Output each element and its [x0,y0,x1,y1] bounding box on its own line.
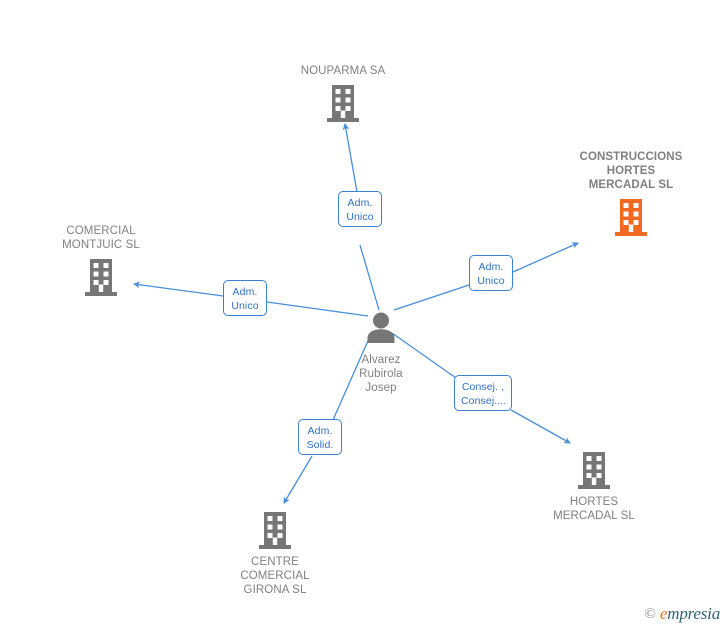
building-icon [615,199,647,236]
graph-node-nouparma-sa[interactable]: NOUPARMA SA [258,64,428,123]
graph-node-comercial-montjuic-sl[interactable]: COMERCIAL MONTJUIC SL [16,224,186,297]
empresia-watermark: © empresia [644,604,720,624]
node-label-hortes-mercadal-sl: HORTES MERCADAL SL [553,496,635,522]
graph-node-hortes-mercadal-sl[interactable]: HORTES MERCADAL SL [509,450,679,523]
building-icon [578,452,610,489]
edge-label-montjuic[interactable]: Adm. Unico [223,280,267,316]
person-icon [367,312,395,343]
watermark-brand: empresia [660,604,720,624]
watermark-brand-rest: mpresia [667,604,720,623]
edge-label-construccions[interactable]: Adm. Unico [469,255,513,291]
node-label-person-center: Alvarez Rubirola Josep [359,354,403,394]
edge-label-nouparma[interactable]: Adm. Unico [338,191,382,227]
edge-label-girona[interactable]: Adm. Solid. [298,419,342,455]
building-icon [85,259,117,296]
watermark-brand-initial: e [659,604,668,623]
graph-node-centre-comercial-girona-sl[interactable]: CENTRE COMERCIAL GIRONA SL [190,510,360,597]
node-label-comercial-montjuic-sl: COMERCIAL MONTJUIC SL [62,225,140,251]
edge-label-hortes[interactable]: Consej. , Consej.... [454,375,512,411]
node-label-centre-comercial-girona-sl: CENTRE COMERCIAL GIRONA SL [240,556,310,596]
node-label-construccions-hortes-mercadal-sl: CONSTRUCCIONS HORTES MERCADAL SL [579,151,683,191]
node-label-nouparma-sa: NOUPARMA SA [300,65,386,77]
building-icon [259,512,291,549]
building-icon [327,85,359,122]
graph-node-person-center[interactable]: Alvarez Rubirola Josep [296,308,466,395]
copyright-icon: © [644,605,656,622]
graph-node-construccions-hortes-mercadal-sl[interactable]: CONSTRUCCIONS HORTES MERCADAL SL [546,150,716,237]
